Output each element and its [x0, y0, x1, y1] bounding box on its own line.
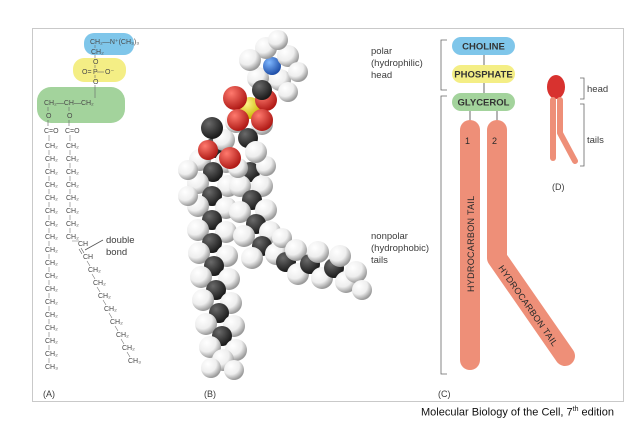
ch2-text: CH₂: [66, 208, 79, 215]
phosphate-box: [452, 65, 515, 83]
panel-a-formula: CH₂—N⁺(CH₃)₃ CH₂ O O= P O⁻ O CH₂—CH—CH₂ …: [37, 33, 141, 371]
caption-prefix: Molecular Biology of the Cell, 7: [421, 406, 573, 419]
ch2-text: CH₂: [66, 195, 79, 202]
choline-group-text: CH₂—N⁺(CH₃)₃: [90, 39, 139, 46]
tail-shape-2: [557, 97, 578, 164]
ch2-text: CH₂: [66, 143, 79, 150]
ch2-text: CH₂: [104, 306, 117, 313]
nonpolar-tails-label: (hydrophobic): [371, 243, 429, 254]
ch2-text: CH₂: [45, 338, 58, 345]
tail-number-1: 1: [465, 136, 470, 146]
polar-bracket: [440, 39, 447, 91]
ch2-text: CH₂: [45, 195, 58, 202]
polar-head-label: head: [371, 70, 392, 81]
ch2-text: CH₂: [45, 260, 58, 267]
caption-suffix: edition: [578, 406, 614, 419]
panel-label-b: (B): [204, 389, 216, 399]
ch3-text: CH₃: [128, 358, 141, 365]
double-bond-label: double: [106, 235, 135, 246]
hydrocarbon-tail-2: [487, 120, 575, 366]
ch2-text: CH₂: [93, 280, 106, 287]
o-text: O: [67, 113, 73, 120]
ch2-text: CH₂: [45, 182, 58, 189]
ch2-text: CH₂: [98, 293, 111, 300]
polar-head-label: (hydrophilic): [371, 58, 423, 69]
figure-frame: [32, 28, 624, 402]
ch2-text: CH₂: [45, 351, 58, 358]
ch2-text: CH₂: [91, 49, 104, 56]
panel-label-d: (D): [552, 182, 565, 192]
double-bond-label: bond: [106, 247, 127, 258]
ch2-text: CH₂: [45, 299, 58, 306]
nonpolar-tails-label: nonpolar: [371, 231, 408, 242]
phosphate-o-minus-text: O⁻: [105, 69, 114, 76]
right-tail-atoms: [228, 156, 372, 300]
glycerol-backbone-text: CH₂—CH—CH₂: [44, 100, 94, 107]
ch3-text: CH₃: [45, 364, 58, 371]
ch2-text: CH₂: [45, 234, 58, 241]
ch2-text: CH₂: [66, 156, 79, 163]
panel-label-a: (A): [43, 389, 55, 399]
phosphate-p-text: P: [93, 69, 98, 76]
ch2-text: CH₂: [66, 234, 79, 241]
panel-label-c: (C): [438, 389, 451, 399]
ch2-text: CH₂: [122, 345, 135, 352]
choline-atoms: [239, 30, 308, 102]
panel-d-lipid-icon: head tails: [547, 75, 608, 167]
caption-superscript: th: [572, 406, 579, 413]
ch2-text: CH₂: [45, 273, 58, 280]
ch2-text: CH₂: [45, 325, 58, 332]
phosphate-o-eq-text: O=: [82, 69, 92, 76]
o-text: O: [46, 113, 52, 120]
ch2-text: CH₂: [45, 221, 58, 228]
fatty-acid-chain-1: CH₂ CH₂ CH₂ CH₂ CH₂ CH₂ CH₂ CH₂ CH₂ CH₂ …: [45, 135, 58, 371]
ch2-text: CH₂: [66, 169, 79, 176]
tail-1-label: HYDROCARBON TAIL: [466, 196, 476, 292]
ch2-text: CH₂: [45, 208, 58, 215]
tail-2-label: HYDROCARBON TAIL: [496, 263, 560, 348]
phosphate-box-label: PHOSPHATE: [454, 70, 512, 81]
choline-highlight: [84, 33, 134, 55]
polar-head-label: polar: [371, 46, 392, 57]
glycerol-box-label: GLYCEROL: [458, 98, 510, 109]
glycerol-highlight: [37, 87, 125, 123]
o-text: O: [93, 79, 99, 86]
o-text: O: [93, 59, 99, 66]
ch2-text: CH₂: [45, 143, 58, 150]
ch2-text: CH₂: [45, 156, 58, 163]
ch2-text: CH₂: [66, 182, 79, 189]
choline-box: [452, 37, 515, 55]
ch2-text: CH₂: [45, 169, 58, 176]
nonpolar-tails-label: tails: [371, 255, 388, 266]
head-shape: [547, 75, 565, 99]
tail-number-2: 2: [492, 136, 497, 146]
double-bond-pointer: [84, 239, 104, 251]
panel-c-schematic: CHOLINE PHOSPHATE GLYCEROL 1 2 HYDROCARB…: [440, 37, 575, 375]
tails-label: tails: [587, 135, 604, 146]
phosphate-highlight: [73, 58, 126, 82]
ester-text: C=O: [44, 128, 59, 135]
choline-box-label: CHOLINE: [462, 42, 505, 53]
fatty-acid-chain-2: CH₂ CH₂ CH₂ CH₂ CH₂ CH₂ CH₂ CH₂ CH CH CH…: [66, 135, 141, 365]
ch2-text: CH₂: [110, 319, 123, 326]
ch-text: CH: [78, 241, 88, 248]
ch2-text: CH₂: [45, 247, 58, 254]
glycerol-box: [452, 93, 515, 111]
ester-text: C=O: [65, 128, 80, 135]
head-label: head: [587, 84, 608, 95]
ch2-text: CH₂: [88, 267, 101, 274]
panel-b-space-filling-model: polar (hydrophilic) head nonpolar (hydro…: [178, 30, 429, 380]
ch2-text: CH₂: [66, 221, 79, 228]
nonpolar-bracket: [440, 95, 447, 375]
ch2-text: CH₂: [45, 286, 58, 293]
ch2-text: CH₂: [116, 332, 129, 339]
ch-text: CH: [83, 254, 93, 261]
ch2-text: CH₂: [45, 312, 58, 319]
figure-caption: Molecular Biology of the Cell, 7th editi…: [421, 406, 614, 419]
